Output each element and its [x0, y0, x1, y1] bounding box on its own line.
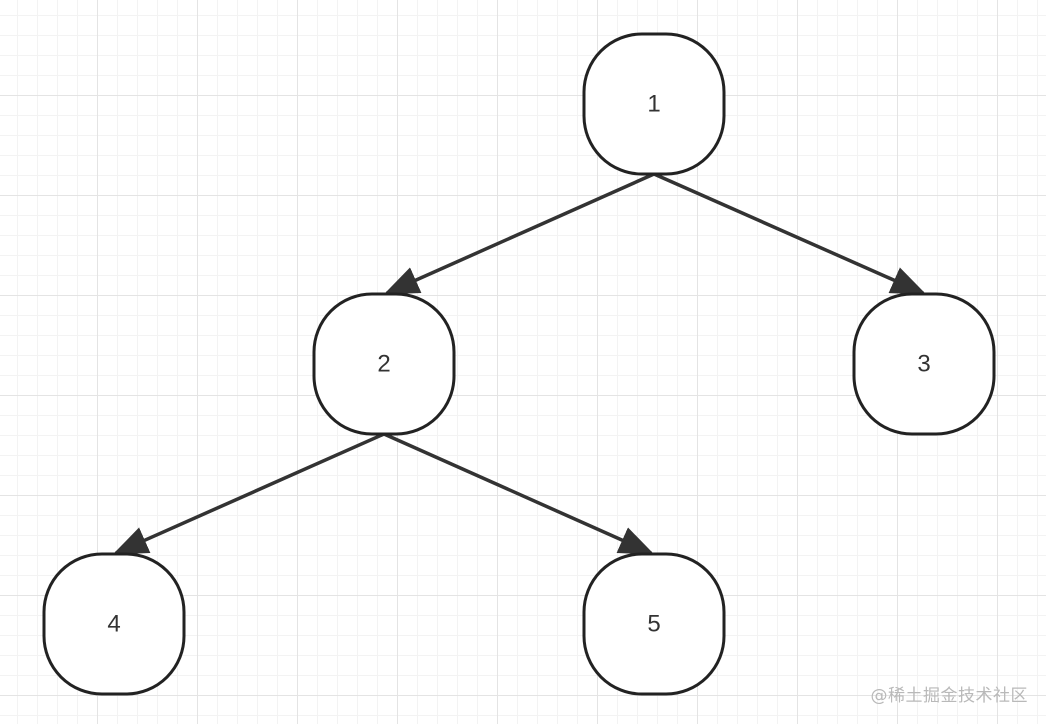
- edge-1-to-2: [383, 172, 655, 295]
- node-label-1: 1: [647, 91, 660, 118]
- tree-node-1: 1: [582, 32, 726, 176]
- tree-node-3: 3: [852, 292, 996, 436]
- watermark-text: @稀土掘金技术社区: [870, 686, 1028, 706]
- tree-node-5: 5: [582, 552, 726, 696]
- tree-node-4: 4: [42, 552, 186, 696]
- node-label-5: 5: [647, 611, 660, 638]
- node-label-3: 3: [917, 351, 930, 378]
- edge-1-to-3: [653, 172, 927, 295]
- node-label-4: 4: [107, 611, 120, 638]
- tree-node-2: 2: [312, 292, 456, 436]
- edge-2-to-4: [112, 432, 385, 555]
- edge-2-to-5: [383, 432, 655, 555]
- node-label-2: 2: [377, 351, 390, 378]
